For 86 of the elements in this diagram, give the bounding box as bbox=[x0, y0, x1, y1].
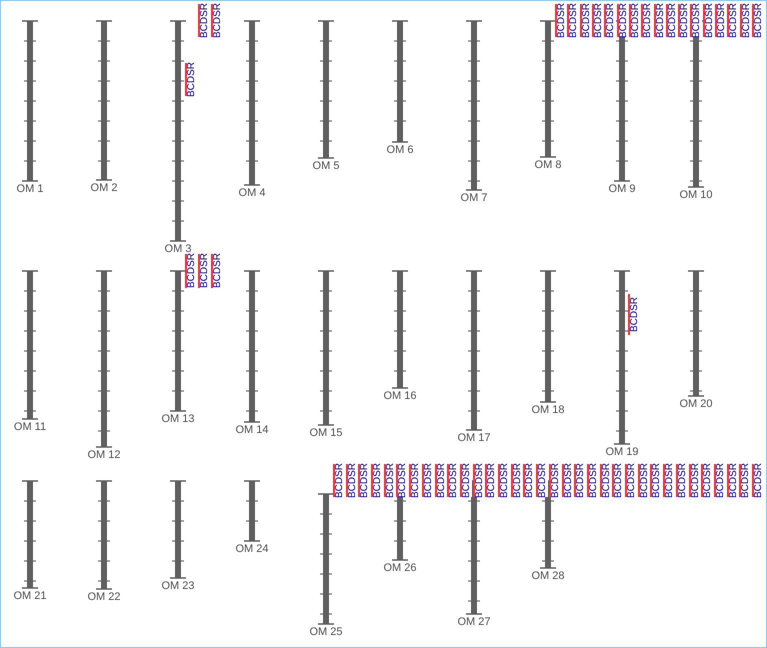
qtl-marker: BCDSR bbox=[650, 464, 662, 497]
chromosome-label: OM 5 bbox=[312, 160, 340, 173]
qtl-marker: BCDSR bbox=[409, 464, 422, 497]
chromosome-label: OM 11 bbox=[12, 421, 48, 434]
qtl-marker: BCDSR bbox=[346, 464, 358, 497]
chromosome-label: OM 15 bbox=[308, 427, 344, 440]
qtl-marker: BCDSR bbox=[548, 464, 561, 497]
chromosome-label: OM 21 bbox=[12, 590, 48, 603]
chromosome-label: OM 23 bbox=[160, 580, 196, 593]
chromosome-label: OM 9 bbox=[608, 183, 636, 196]
qtl-marker: BCDSR bbox=[663, 464, 676, 497]
qtl-marker: BCDSR bbox=[371, 464, 384, 497]
qtl-marker: BCDSR bbox=[447, 464, 460, 497]
qtl-marker: BCDSR bbox=[396, 464, 408, 497]
chromosome-label: OM 27 bbox=[456, 616, 492, 629]
chromosome-label: OM 13 bbox=[160, 413, 196, 426]
chromosome-label: OM 26 bbox=[382, 562, 418, 575]
qtl-marker: BCDSR bbox=[616, 4, 629, 37]
chromosome-label: OM 8 bbox=[534, 159, 562, 172]
qtl-marker: BCDSR bbox=[460, 464, 472, 497]
qtl-marker: BCDSR bbox=[604, 4, 616, 37]
chromosome-label: OM 19 bbox=[604, 446, 640, 459]
chromosome-label: OM 7 bbox=[460, 192, 488, 205]
qtl-marker: BCDSR bbox=[740, 4, 752, 37]
chromosome-label: OM 18 bbox=[530, 404, 566, 417]
qtl-marker: BCDSR bbox=[714, 464, 726, 497]
chromosome-label: OM 10 bbox=[678, 189, 714, 202]
qtl-marker: BCDSR bbox=[567, 4, 580, 37]
chromosome-label: OM 4 bbox=[238, 187, 266, 200]
chromosome-label: OM 25 bbox=[308, 626, 344, 639]
qtl-marker: BCDSR bbox=[586, 464, 599, 497]
qtl-marker: BCDSR bbox=[628, 4, 641, 37]
qtl-marker: BCDSR bbox=[715, 4, 728, 37]
qtl-marker: BCDSR bbox=[739, 464, 752, 497]
chromosome-label: OM 24 bbox=[234, 543, 270, 556]
qtl-marker: BCDSR bbox=[676, 464, 688, 497]
qtl-marker: BCDSR bbox=[638, 464, 650, 497]
chromosome-label: OM 22 bbox=[86, 591, 122, 604]
qtl-marker: BCDSR bbox=[592, 4, 604, 37]
chromosome-label: OM 20 bbox=[678, 398, 714, 411]
chromosome-label: OM 2 bbox=[90, 182, 118, 195]
qtl-marker: BCDSR bbox=[690, 4, 702, 37]
qtl-marker: BCDSR bbox=[485, 464, 498, 497]
qtl-marker: BCDSR bbox=[198, 254, 210, 288]
qtl-marker: BCDSR bbox=[678, 4, 690, 37]
qtl-marker: BCDSR bbox=[625, 464, 638, 497]
qtl-marker: BCDSR bbox=[580, 4, 592, 37]
qtl-marker: BCDSR bbox=[562, 464, 574, 497]
qtl-marker: BCDSR bbox=[612, 464, 624, 497]
qtl-marker: BCDSR bbox=[641, 4, 654, 37]
qtl-marker: BCDSR bbox=[726, 464, 739, 497]
qtl-marker: BCDSR bbox=[498, 464, 510, 497]
qtl-marker: BCDSR bbox=[555, 4, 567, 37]
qtl-marker: BCDSR bbox=[358, 464, 370, 497]
chromosome-label: OM 17 bbox=[456, 432, 492, 445]
qtl-marker: BCDSR bbox=[422, 464, 434, 497]
qtl-marker: BCDSR bbox=[211, 254, 224, 288]
qtl-marker: BCDSR bbox=[536, 464, 548, 497]
qtl-marker: BCDSR bbox=[185, 254, 197, 288]
chromosome-label: OM 28 bbox=[530, 570, 566, 583]
qtl-marker: BCDSR bbox=[185, 63, 197, 96]
qtl-marker: BCDSR bbox=[434, 464, 447, 497]
qtl-marker: BCDSR bbox=[666, 4, 678, 37]
qtl-marker: BCDSR bbox=[211, 4, 224, 37]
qtl-marker: BCDSR bbox=[523, 464, 536, 497]
qtl-marker: BCDSR bbox=[574, 464, 586, 497]
qtl-marker: BCDSR bbox=[752, 464, 764, 497]
chromosome-label: OM 12 bbox=[86, 449, 122, 462]
qtl-marker: BCDSR bbox=[752, 4, 764, 37]
chromosome-label: OM 14 bbox=[234, 424, 270, 437]
qtl-marker: BCDSR bbox=[384, 464, 396, 497]
qtl-marker: BCDSR bbox=[727, 4, 740, 37]
qtl-marker: BCDSR bbox=[654, 4, 666, 37]
qtl-marker: BCDSR bbox=[472, 464, 485, 497]
chromosome-label: OM 3 bbox=[164, 243, 192, 255]
qtl-marker: BCDSR bbox=[702, 4, 715, 37]
qtl-marker: BCDSR bbox=[701, 464, 714, 497]
qtl-marker: BCDSR bbox=[510, 464, 523, 497]
qtl-marker: BCDSR bbox=[333, 464, 345, 497]
qtl-marker: BCDSR bbox=[600, 464, 612, 497]
chromosome-label: OM 1 bbox=[16, 183, 44, 196]
chromosome-label: OM 16 bbox=[382, 390, 418, 403]
qtl-marker: BCDSR bbox=[628, 294, 640, 335]
qtl-marker: BCDSR bbox=[198, 4, 210, 37]
chromosome-label: OM 6 bbox=[386, 144, 414, 157]
qtl-marker: BCDSR bbox=[688, 464, 700, 497]
